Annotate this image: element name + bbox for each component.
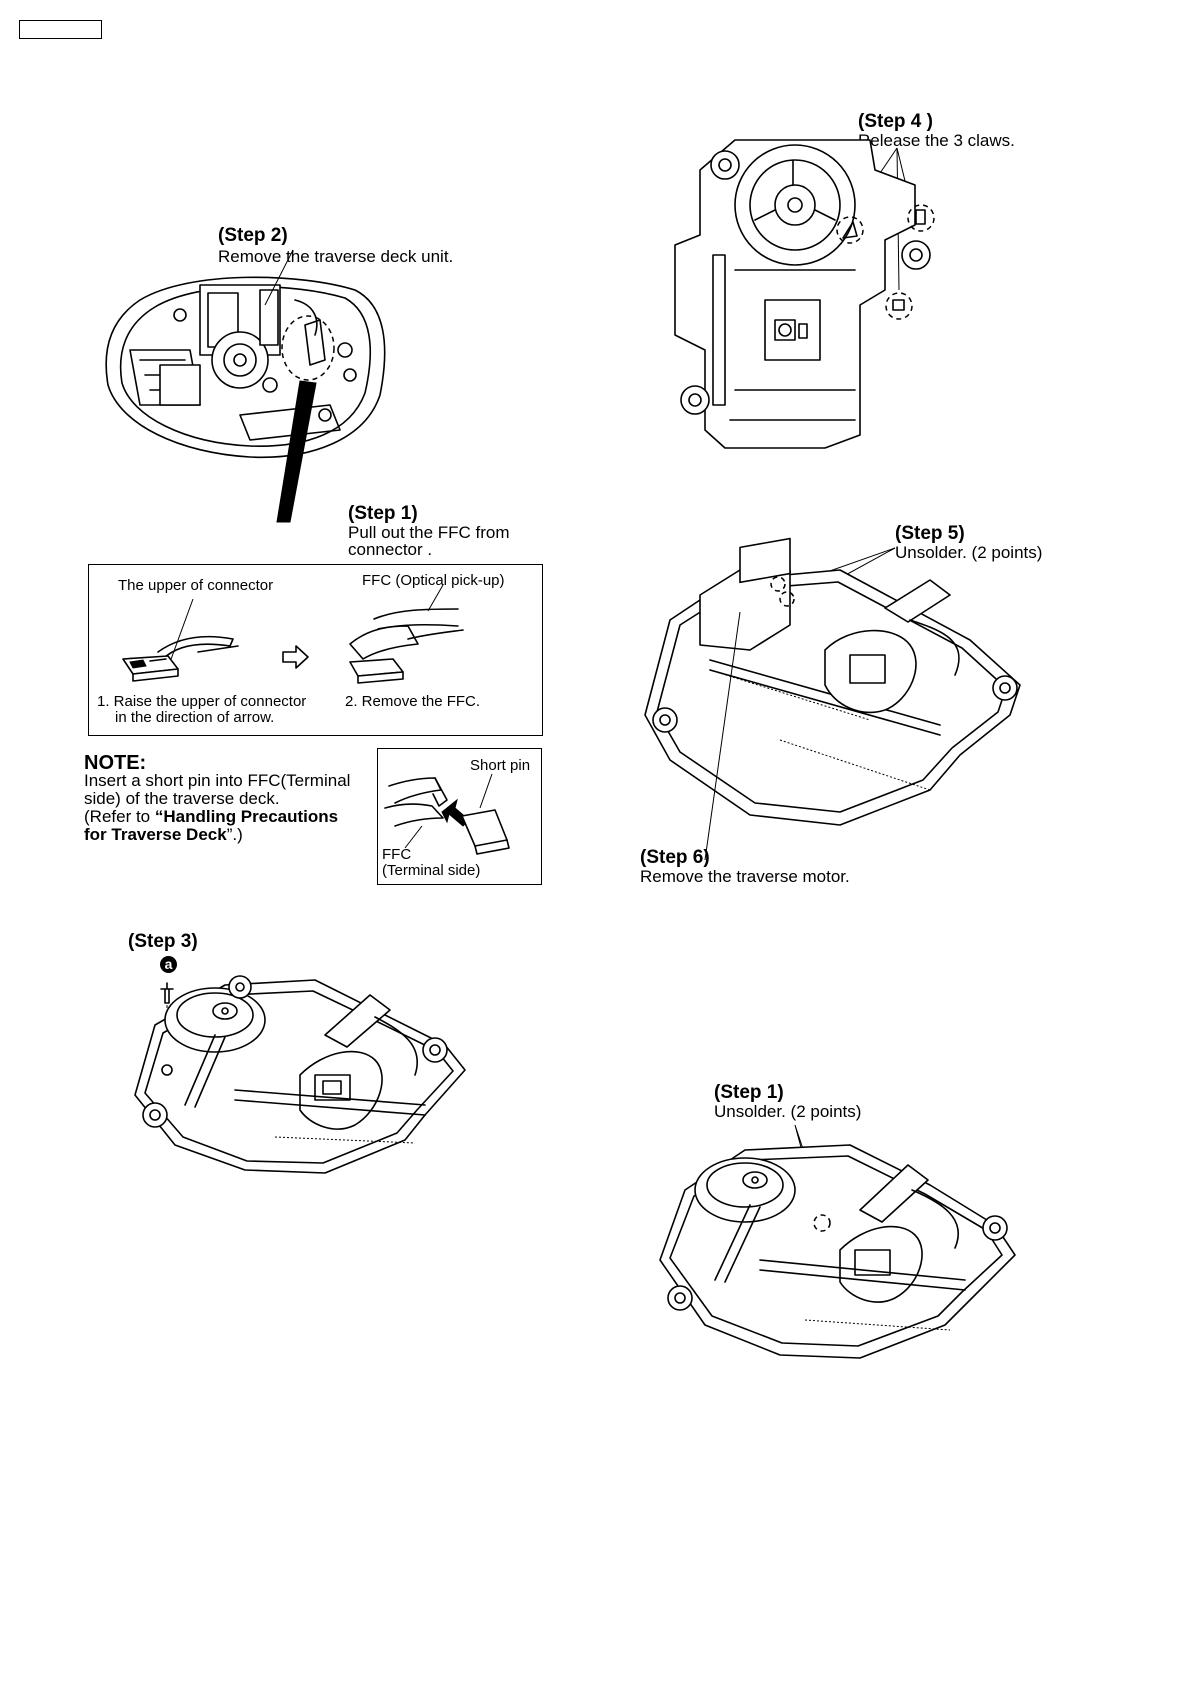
note-line4: for Traverse Deck”.) — [84, 825, 243, 844]
note-line3-reference: “Handling Precautions — [154, 807, 339, 826]
traverse-step4-illustration — [674, 139, 935, 449]
short-pin-illustration — [384, 773, 510, 855]
note-line4-suffix: ”.) — [226, 825, 243, 844]
step6-text: Remove the traverse motor. — [640, 867, 850, 886]
step4-title: (Step 4 ) — [858, 111, 933, 132]
note-line3-prefix: (Refer to — [84, 807, 155, 826]
step2-title: (Step 2) — [218, 225, 288, 246]
step1-title: (Step 1) — [348, 503, 418, 524]
terminal-side-label: (Terminal side) — [382, 862, 481, 879]
caption-step-1-line1: 1. Raise the upper of connector — [97, 693, 307, 710]
note-title: NOTE: — [84, 752, 147, 774]
connector-detail-illustration — [122, 584, 464, 684]
upper-of-connector-label: The upper of connector — [118, 577, 274, 594]
ffc-label: FFC — [382, 846, 412, 863]
note-line3: (Refer to “Handling Precautions — [84, 807, 338, 826]
note-line1: Insert a short pin into FFC(Terminal — [84, 771, 351, 790]
screw-a-letter: a — [164, 956, 173, 972]
caption-step-2: 2. Remove the FFC. — [345, 693, 481, 710]
step6-title: (Step 6) — [640, 847, 710, 868]
caption-step-1-line2: in the direction of arrow. — [115, 709, 275, 726]
step1b-text: Unsolder. (2 points) — [714, 1102, 862, 1121]
traverse-step1-unsolder-illustration — [659, 1124, 1016, 1359]
step2-text: Remove the traverse deck unit. — [218, 247, 454, 266]
cd-unit-illustration — [105, 276, 386, 459]
step1b-title: (Step 1) — [714, 1082, 784, 1103]
ffc-optical-pickup-label: FFC (Optical pick-up) — [362, 572, 505, 589]
traverse-deck-step3-illustration — [134, 975, 466, 1174]
step1-text-line1: Pull out the FFC from — [348, 523, 510, 542]
short-pin-label: Short pin — [470, 757, 531, 774]
page-header-box — [19, 20, 102, 39]
note-line4-reference: for Traverse Deck — [84, 825, 227, 844]
step5-title: (Step 5) — [895, 523, 965, 544]
step3-title: (Step 3) — [128, 931, 198, 952]
connector-detail-box — [88, 564, 543, 736]
step2-pointer — [264, 249, 335, 523]
step4-text: Release the 3 claws. — [858, 131, 1015, 150]
step1-text-line2: connector . — [348, 540, 433, 559]
note-line2: side) of the traverse deck. — [84, 789, 280, 808]
step5-text: Unsolder. (2 points) — [895, 543, 1043, 562]
screw-a-marker: a — [160, 956, 177, 973]
traverse-step5-illustration — [644, 537, 1021, 861]
